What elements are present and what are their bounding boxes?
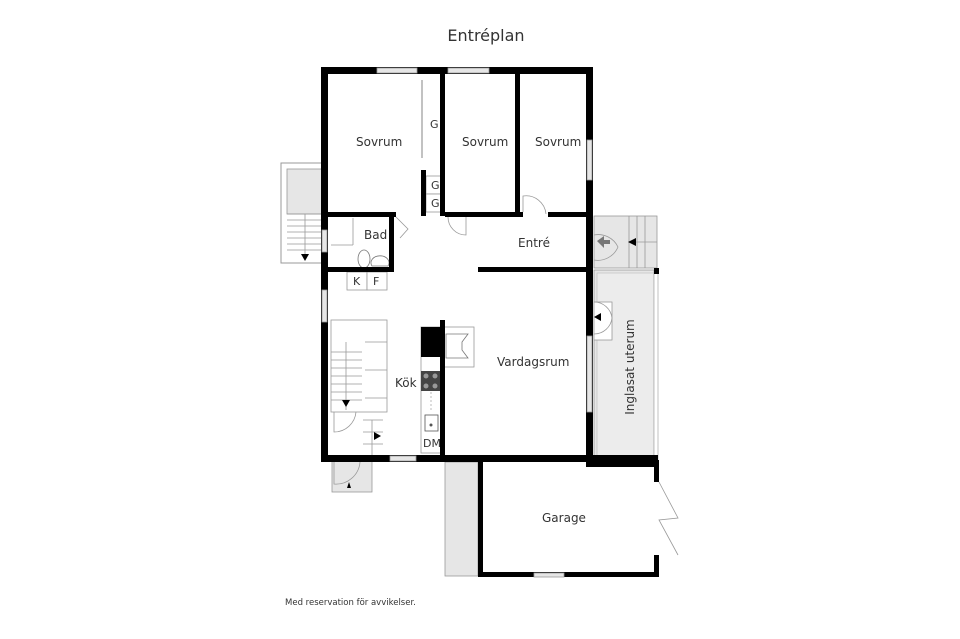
room-vardagsrum: Vardagsrum (497, 355, 570, 369)
room-sovrum-2: Sovrum (462, 135, 509, 149)
room-inglasat-uterum: Inglasat uterum (622, 319, 637, 415)
fireplace (441, 326, 475, 368)
closets (421, 80, 445, 213)
room-entre: Entré (518, 236, 550, 250)
basement-stairs (330, 319, 388, 456)
closet-label-2: G (431, 179, 440, 192)
bathroom-fixtures (331, 218, 390, 291)
disclaimer: Med reservation för avvikelser. (285, 598, 416, 608)
carport-strip (444, 461, 479, 577)
doors (395, 195, 679, 556)
dishwasher-label: DM (423, 437, 441, 450)
windows (321, 67, 593, 578)
room-garage: Garage (542, 511, 586, 525)
entry-stairs (593, 215, 658, 269)
back-entry-platform (331, 459, 373, 493)
closet-label-1: G (430, 118, 439, 131)
fridge-label: K (353, 275, 361, 288)
sunroom (593, 269, 659, 463)
freezer-label: F (373, 275, 380, 288)
floor-title: Entréplan (447, 26, 525, 45)
room-sovrum-1: Sovrum (356, 135, 403, 149)
closet-label-3: G (431, 197, 440, 210)
room-kok: Kök (395, 376, 417, 390)
kitchen-counter (420, 326, 442, 454)
left-stairs (280, 162, 324, 264)
room-bad: Bad (364, 228, 388, 242)
room-sovrum-3: Sovrum (535, 135, 582, 149)
